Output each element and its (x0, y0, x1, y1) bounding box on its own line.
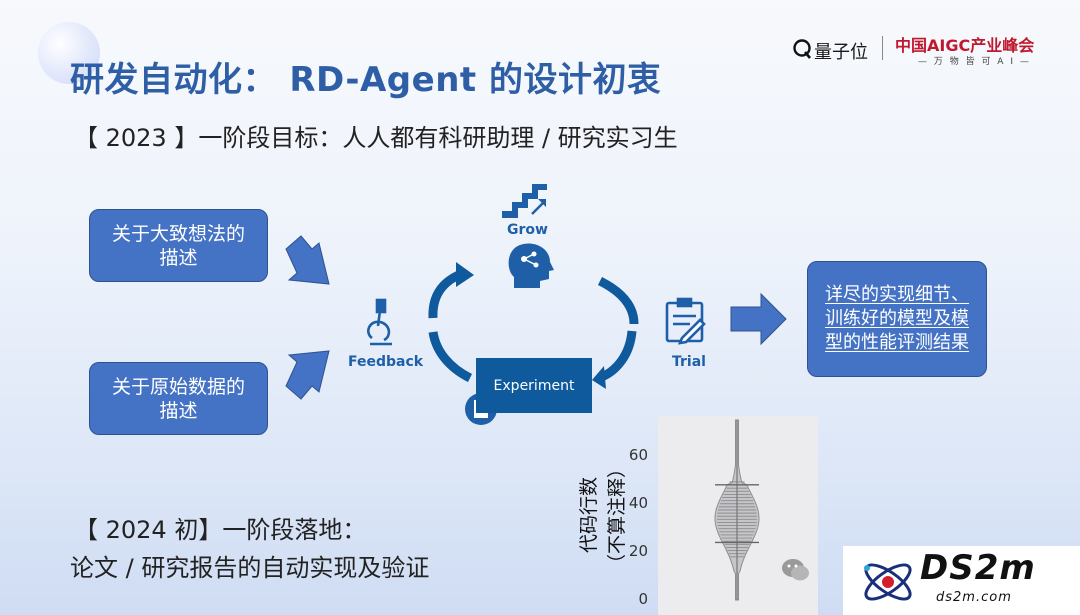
data-line-1: 关于原始数据的 (111, 375, 245, 398)
brand-qbit: 量子位 (814, 42, 868, 63)
violin-plot (714, 419, 760, 601)
input-arrow-top (285, 235, 330, 285)
result-description-box: 详尽的实现细节、训练好的模型及模型的性能评测结果 (807, 261, 987, 377)
output-arrow (730, 292, 787, 346)
experiment-label: Experiment (493, 377, 575, 394)
result-text: 详尽的实现细节、训练好的模型及模型的性能评测结果 (825, 284, 969, 353)
idea-line-1: 关于大致想法的 (111, 222, 245, 245)
arc-bottom-left (428, 331, 473, 383)
brand-summit: 中国AIGC产业峰会 (895, 36, 1035, 55)
trial-label: Trial (672, 354, 706, 370)
brain-head-icon (508, 243, 554, 288)
microscope-icon (367, 298, 392, 346)
idea-description-box: 关于大致想法的描述 (89, 209, 268, 282)
clipboard-pencil-icon (665, 297, 706, 345)
y-tick-label: 40 (628, 494, 648, 512)
stage2-description: 论文 / 研究报告的自动实现及验证 (70, 554, 430, 582)
chart-ylabel: 代码行数 （不算注释） (572, 458, 632, 578)
input-arrow-bottom (285, 350, 330, 400)
experiment-box: Experiment (476, 358, 592, 413)
wechat-icon (782, 559, 809, 581)
brand-divider (882, 36, 883, 60)
stage1-goal: 【 2023 】一阶段目标：人人都有科研助理 / 研究实习生 (74, 124, 678, 152)
watermark-main: DS2m (920, 548, 1036, 588)
feedback-label: Feedback (348, 354, 424, 370)
arc-head-top-left (456, 262, 474, 287)
arc-top-right (597, 276, 639, 325)
chart-ylabel-main: 代码行数 (578, 476, 600, 553)
y-tick-label: 20 (628, 542, 648, 560)
y-tick-label: 0 (638, 590, 648, 608)
arc-head-bottom-right (592, 366, 606, 389)
brand-summit-sub: — 万 物 皆 可 A I — (918, 57, 1031, 67)
watermark-sub: ds2m.com (936, 590, 1012, 605)
y-tick-label: 60 (628, 446, 648, 464)
grow-stairs-icon (502, 184, 547, 218)
decorative-orb (38, 22, 100, 84)
grow-label: Grow (507, 222, 548, 238)
atom-logo-icon (864, 563, 912, 601)
data-line-2: 描述 (159, 399, 198, 422)
data-description-box: 关于原始数据的描述 (89, 362, 268, 435)
stage2-heading: 【 2024 初】一阶段落地： (74, 516, 367, 544)
qbit-logo-icon (793, 39, 811, 59)
idea-line-2: 描述 (159, 246, 198, 269)
slide-title: 研发自动化： RD-Agent 的设计初衷 (70, 60, 662, 100)
